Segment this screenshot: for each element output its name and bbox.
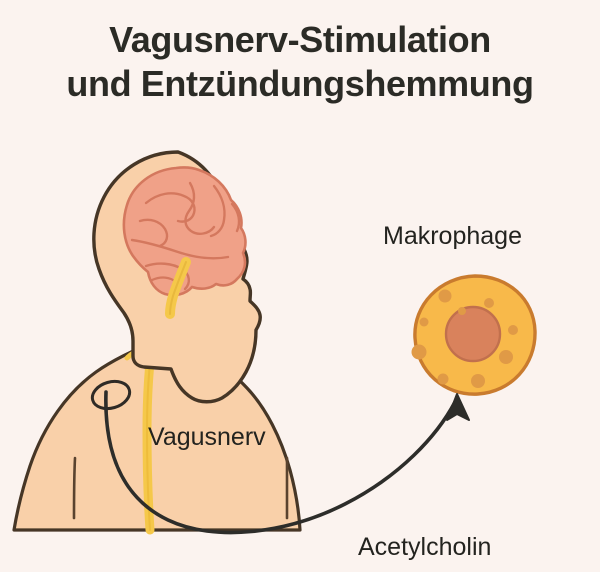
- macrophage-granule: [438, 289, 452, 303]
- label-acetylcholin: Acetylcholin: [358, 533, 492, 561]
- macrophage-cell: [411, 274, 537, 396]
- label-vagusnerv: Vagusnerv: [148, 423, 266, 451]
- brain-sulcus-4: [230, 202, 241, 233]
- chest-crease-left: [72, 456, 77, 520]
- brainstem-outline: [169, 261, 187, 315]
- brain-sulcus-2: [184, 181, 216, 235]
- acetylcholine-arrow: [104, 390, 470, 535]
- macrophage-granule: [484, 298, 494, 308]
- macrophage-granule: [508, 325, 518, 335]
- macrophage-granule: [499, 350, 513, 364]
- acetylcholine-arrow-line: [104, 390, 457, 535]
- title-line-2: und Entzündungshemmung: [66, 62, 534, 104]
- acetylcholine-arrow-head: [446, 393, 470, 421]
- diagram-title: Vagusnerv-Stimulation und Entzündungshem…: [0, 18, 600, 106]
- macrophage-granule: [437, 373, 449, 385]
- macrophage-granule: [419, 317, 429, 327]
- brain-sulcus-5: [138, 218, 169, 248]
- macrophage-granule: [471, 374, 485, 388]
- macrophage-granule: [411, 344, 427, 360]
- label-makrophage: Makrophage: [383, 222, 522, 250]
- brain-group: [122, 166, 247, 319]
- macrophage-nucleus: [444, 305, 502, 363]
- ganglion-oval: [90, 379, 132, 411]
- title-line-1: Vagusnerv-Stimulation: [109, 19, 491, 60]
- brain-sulcus-3: [209, 184, 226, 238]
- macrophage-granule: [458, 307, 466, 315]
- brain-sulcus-6: [130, 238, 230, 260]
